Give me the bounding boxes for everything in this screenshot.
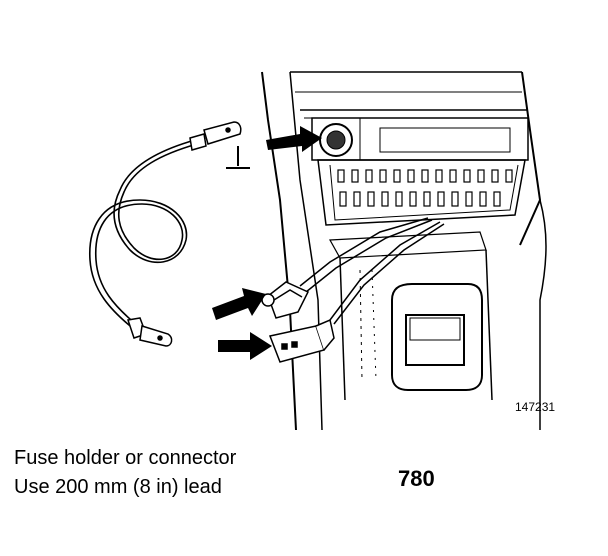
figure-reference-number: 147231 — [515, 400, 556, 414]
power-socket — [319, 123, 353, 157]
gear-selector-housing — [391, 283, 483, 391]
center-console — [261, 71, 547, 430]
arrow-to-fuse-holder — [212, 288, 266, 320]
arrow-to-connector — [218, 332, 272, 360]
console-recess — [329, 231, 493, 401]
spade-terminal-bottom — [127, 317, 173, 347]
test-lead — [89, 139, 198, 331]
spade-terminal-top — [189, 121, 242, 151]
page-number: 780 — [398, 466, 435, 491]
pointer-arrows — [212, 126, 322, 360]
fuse-box — [317, 159, 526, 226]
arrow-to-socket — [266, 126, 322, 152]
wiring-illustration — [89, 71, 547, 430]
caption-line-2: Use 200 mm (8 in) lead — [14, 476, 222, 498]
ground-symbol — [226, 146, 250, 169]
inline-connector — [268, 318, 335, 363]
fuse-slots — [337, 169, 513, 207]
caption-line-1: Fuse holder or connector — [14, 447, 237, 469]
fuse-holder-connector — [261, 281, 310, 319]
wiring-harness — [299, 217, 445, 325]
